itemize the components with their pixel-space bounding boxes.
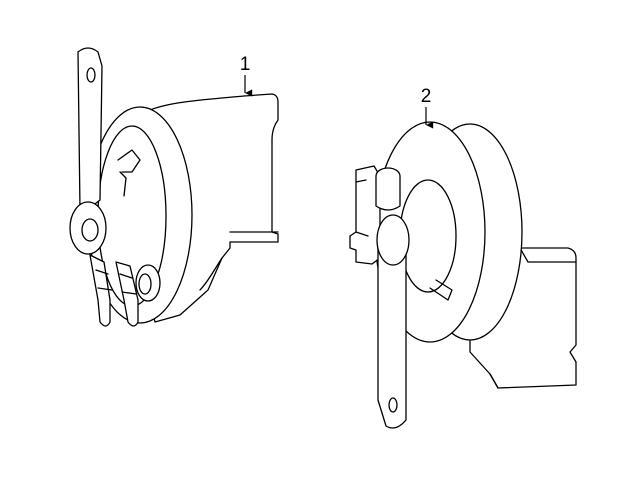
- horn-1-drawing: [69, 47, 279, 327]
- callout-1-number: 1: [240, 54, 251, 75]
- horn-2-drawing: [349, 121, 577, 429]
- horn-1-bracket-hole: [86, 67, 96, 83]
- horn-2-mounting-bracket: [377, 235, 407, 429]
- horn-2-bracket-boss: [376, 214, 410, 266]
- callout-2: 2: [421, 86, 434, 129]
- horn-2-bracket-hole: [388, 397, 398, 413]
- callout-1: 1: [240, 54, 253, 97]
- horn-1-bracket-bolt: [69, 201, 107, 255]
- callout-2-number: 2: [421, 86, 432, 107]
